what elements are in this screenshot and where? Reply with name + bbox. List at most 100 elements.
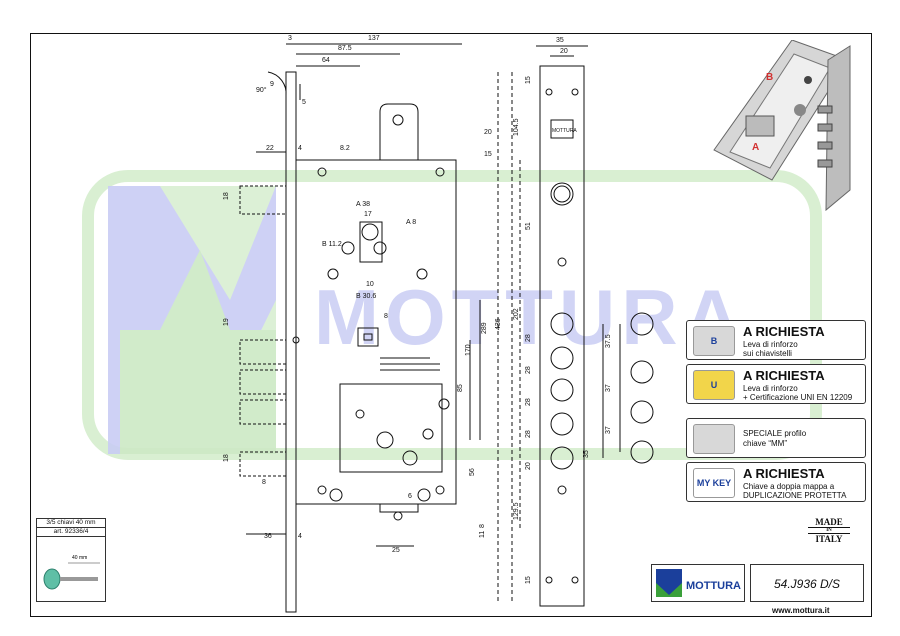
dimension-label-angle-2: 5 bbox=[302, 99, 306, 106]
dimension-label-faceplate-0: 15 bbox=[525, 76, 532, 84]
key-length: 40 mm bbox=[72, 555, 87, 561]
key-info-box: 3/5 chiavi 40 mm art. 92336/4 40 mm bbox=[36, 518, 106, 602]
dimension-label-cyl-2: A 8 bbox=[406, 219, 416, 226]
dimension-label-left_h-0: 22 bbox=[266, 145, 274, 152]
watermark-text: MOTTURA bbox=[314, 273, 746, 361]
option-panel-line: sui chiavistelli bbox=[743, 349, 792, 358]
key-profile-icon bbox=[693, 424, 735, 454]
dimension-label-vertical-0: 104.5 bbox=[513, 118, 520, 136]
dimension-label-upper-1: 15 bbox=[484, 151, 492, 158]
dimension-label-angle-0: 90° bbox=[256, 86, 267, 94]
lock-lever-icon: B bbox=[693, 326, 735, 356]
dimension-label-vertical-4: 170 bbox=[465, 344, 472, 356]
dimension-label-top-2: 87.5 bbox=[338, 45, 352, 52]
dimension-label-faceplate-6: 20 bbox=[525, 462, 532, 470]
dimension-label-vertical-8: 11 bbox=[479, 531, 486, 538]
made-in-italy-mark: MADE IN ITALY bbox=[808, 517, 850, 544]
dimension-label-lower-0: 8 bbox=[262, 479, 266, 486]
dimension-label-cyl-6: 8 bbox=[384, 313, 388, 320]
dimension-label-top-1: 137 bbox=[368, 35, 380, 42]
made-label: MADE bbox=[815, 517, 843, 527]
dimension-label-diam-1: 19 bbox=[223, 318, 230, 326]
dimension-label-vertical-1: 202 bbox=[513, 308, 520, 320]
option-panel-title: A RICHIESTA bbox=[743, 368, 825, 383]
brand-name: MOTTURA bbox=[686, 580, 741, 592]
brand-logo: MOTTURA bbox=[656, 569, 741, 597]
dimension-label-vertical-2: 436 bbox=[495, 318, 502, 330]
option-panel-line: Leva di rinforzo bbox=[743, 340, 798, 349]
lock-product-photo: B A bbox=[713, 40, 851, 212]
italy-label: ITALY bbox=[815, 534, 843, 544]
top-lug bbox=[379, 103, 419, 160]
option-panel-line: Leva di rinforzo bbox=[743, 384, 798, 393]
option-panel-line: chiave “MM” bbox=[743, 439, 788, 448]
dimension-label-faceplate-4: 28 bbox=[525, 398, 532, 406]
dimension-label-cyl-0: A 38 bbox=[356, 201, 370, 208]
option-panel-title: A RICHIESTA bbox=[743, 466, 825, 481]
lock-lever-icon: U bbox=[693, 370, 735, 400]
key-icon: 40 mm bbox=[43, 555, 100, 590]
sheet-frame bbox=[30, 33, 872, 617]
dimension-label-bolts-0: 37.5 bbox=[605, 334, 612, 348]
dimension-label-angle-1: 9 bbox=[270, 81, 274, 88]
dimension-label-bolts-1: 37 bbox=[605, 384, 612, 392]
watermark-logo-mark bbox=[108, 186, 276, 454]
dimension-label-vertical-7: 8 bbox=[479, 524, 486, 528]
dimension-label-upper-0: 20 bbox=[484, 129, 492, 136]
dimension-label-lower-4: 6 bbox=[408, 493, 412, 500]
watermark-frame bbox=[82, 170, 822, 460]
option-panel-line: DUPLICAZIONE PROTETTA bbox=[743, 491, 847, 500]
photo-label-a: A bbox=[752, 142, 759, 153]
dimension-label-cyl-5: B 30.6 bbox=[356, 293, 376, 300]
dimension-label-bolts-2: 37 bbox=[605, 426, 612, 434]
option-panel-line: + Certificazione UNI EN 12209 bbox=[743, 393, 853, 402]
option-panel-title: A RICHIESTA bbox=[743, 324, 825, 339]
dimension-label-faceplate-8: 15 bbox=[525, 576, 532, 584]
mykey-logo-icon: MY KEY bbox=[693, 468, 735, 498]
dimension-label-upper-2: 8.2 bbox=[340, 145, 350, 152]
option-panel-line: SPECIALE profilo bbox=[743, 429, 807, 438]
dimension-label-lower-3: 25 bbox=[392, 547, 400, 554]
dimension-label-faceplate-3: 28 bbox=[525, 366, 532, 374]
lock-body bbox=[295, 159, 457, 505]
faceplate-mark: MOTTURA bbox=[552, 128, 577, 134]
dimension-label-cyl-4: 10 bbox=[366, 281, 374, 288]
dimension-label-lower-1: 36 bbox=[264, 533, 272, 540]
brand-logo-box: MOTTURA bbox=[651, 564, 745, 602]
dimension-label-left_h-1: 4 bbox=[298, 145, 302, 152]
dimension-label-faceplate-5: 28 bbox=[525, 430, 532, 438]
mechanism-plate bbox=[339, 383, 443, 473]
dimension-label-faceplate-2: 28 bbox=[525, 334, 532, 342]
dimension-label-cyl-3: B 11.2 bbox=[322, 241, 342, 248]
dimension-label-cyl-1: 17 bbox=[364, 211, 372, 218]
dimension-label-top-0: 3 bbox=[288, 35, 292, 42]
dimension-label-top-3: 64 bbox=[322, 57, 330, 64]
website-link[interactable]: www.mottura.it bbox=[772, 606, 830, 615]
faceplate-strip bbox=[539, 65, 585, 607]
dimension-label-faceplate-1: 51 bbox=[525, 222, 532, 230]
dimension-label-vertical-9: 129.5 bbox=[513, 502, 520, 520]
model-code: 54.J936 D/S bbox=[750, 564, 864, 602]
dimension-label-cover-0: 35 bbox=[556, 37, 564, 44]
dimension-label-cover-1: 20 bbox=[560, 48, 568, 55]
dimension-label-vertical-6: 56 bbox=[469, 468, 476, 476]
key-info-line2: art. 92336/4 bbox=[37, 528, 105, 537]
in-label: IN bbox=[808, 527, 850, 534]
dimension-label-faceplate-7: 35 bbox=[583, 450, 590, 458]
dimension-label-vertical-5: 85 bbox=[457, 384, 464, 392]
dimension-label-lower-2: 4 bbox=[298, 533, 302, 540]
dimension-label-diam-0: 18 bbox=[223, 192, 230, 200]
key-info-line1: 3/5 chiavi 40 mm bbox=[37, 519, 105, 528]
dimension-label-vertical-3: 289 bbox=[481, 322, 488, 334]
option-panel-line: Chiave a doppia mappa a bbox=[743, 482, 835, 491]
dimension-label-diam-2: 18 bbox=[223, 454, 230, 462]
bottom-lug bbox=[379, 503, 419, 513]
photo-label-b: B bbox=[766, 72, 773, 83]
